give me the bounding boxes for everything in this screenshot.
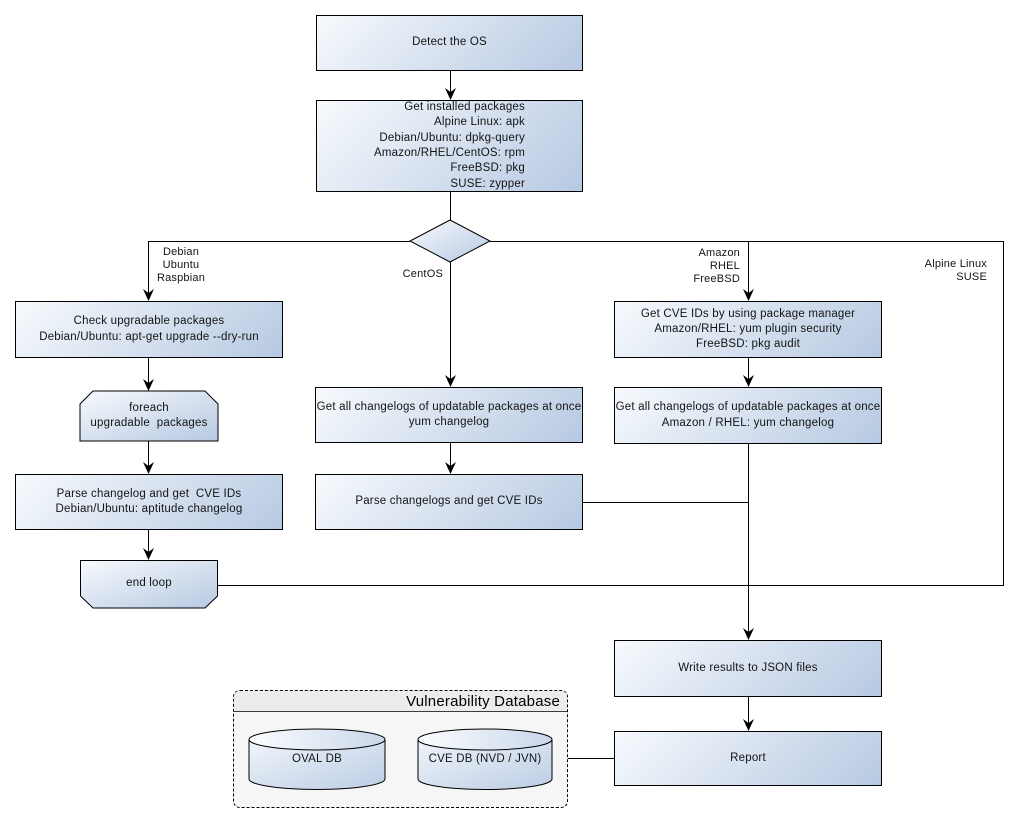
- node-label: Get all changelogs of updatable packages…: [317, 400, 582, 431]
- node-label-line: Debian/Ubuntu: dpkg-query: [379, 131, 525, 144]
- node-label: Detect the OS: [412, 35, 487, 50]
- end-loop-shape: [80, 560, 218, 609]
- node-parse-changelogs: Parse changelogs and get CVE IDs: [315, 474, 583, 530]
- node-label-line: SUSE: zypper: [450, 177, 525, 190]
- node-label: Report: [730, 751, 766, 766]
- branch-label-line: Alpine Linux: [924, 258, 987, 270]
- node-label-line: Get all changelogs of updatable packages…: [316, 400, 582, 413]
- node-write-results-json: Write results to JSON files: [614, 640, 882, 697]
- branch-label-line: FreeBSD: [693, 272, 740, 285]
- node-detect-os: Detect the OS: [316, 15, 583, 71]
- node-label: Get CVE IDs by using package manager Ama…: [641, 307, 855, 353]
- cve-db-cylinder: [417, 728, 553, 790]
- connector-lines: [148, 71, 1004, 759]
- oval-db-cylinder: [248, 728, 386, 790]
- node-check-upgradable-packages: Check upgradable packages Debian/Ubuntu:…: [15, 301, 283, 358]
- node-report: Report: [614, 731, 882, 786]
- branch-label-line: Debian: [162, 246, 200, 258]
- node-label-line: Get CVE IDs by using package manager: [640, 307, 856, 320]
- node-label-line: Debian/Ubuntu: aptitude changelog: [55, 503, 243, 515]
- node-label: Parse changelog and get CVE IDs Debian/U…: [56, 487, 243, 518]
- node-label-line: Write results to JSON files: [678, 661, 818, 674]
- node-get-changelogs-yum: Get all changelogs of updatable packages…: [315, 387, 583, 443]
- node-label-line: Get installed packages: [404, 101, 525, 114]
- node-get-installed-packages: Get installed packages Alpine Linux: apk…: [316, 100, 583, 192]
- node-label-line: yum changelog: [408, 416, 490, 428]
- node-label-line: FreeBSD: pkg audit: [696, 338, 800, 351]
- node-label: Write results to JSON files: [678, 661, 817, 676]
- node-label-line: Amazon / RHEL: yum changelog: [661, 416, 835, 429]
- node-label: Parse changelogs and get CVE IDs: [355, 494, 542, 509]
- node-label-line: FreeBSD: pkg: [450, 162, 525, 175]
- vulnerability-database-title: Vulnerability Database: [234, 691, 567, 712]
- node-label: Get all changelogs of updatable packages…: [616, 400, 881, 431]
- node-label-line: Debian/Ubuntu: apt-get upgrade --dry-run: [39, 330, 259, 343]
- foreach-loop-shape: [79, 390, 219, 442]
- branch-label-centos: CentOS: [396, 268, 443, 281]
- node-label-line: Report: [730, 751, 766, 764]
- branch-label-alpine-suse: Alpine Linux SUSE: [925, 258, 987, 284]
- node-label-line: Get all changelogs of updatable packages…: [615, 401, 881, 414]
- branch-label-line: Ubuntu: [162, 258, 200, 271]
- branch-label-line: RHEL: [709, 259, 740, 272]
- branch-label-line: SUSE: [956, 270, 987, 283]
- os-decision-diamond: [408, 219, 492, 263]
- node-label-line: Alpine Linux: apk: [433, 116, 525, 129]
- node-label-line: Amazon/RHEL: yum plugin security: [654, 322, 842, 335]
- node-label-line: Detect the OS: [412, 36, 487, 49]
- branch-label-line: Raspbian: [156, 271, 206, 284]
- branch-label-amazon-rhel-freebsd: Amazon RHEL FreeBSD: [693, 247, 740, 285]
- branch-label-line: CentOS: [402, 268, 443, 280]
- node-label: Get installed packages Alpine Linux: apk…: [374, 100, 525, 192]
- node-label-line: Amazon/RHEL/CentOS: rpm: [374, 147, 525, 159]
- node-label-line: Parse changelogs and get CVE IDs: [355, 495, 543, 508]
- node-get-cve-ids-package-manager: Get CVE IDs by using package manager Ama…: [614, 301, 882, 358]
- node-label: Check upgradable packages Debian/Ubuntu:…: [39, 314, 259, 345]
- node-label-line: Parse changelog and get CVE IDs: [56, 487, 242, 500]
- node-get-changelogs-amazon-rhel: Get all changelogs of updatable packages…: [614, 387, 882, 444]
- branch-label-line: Amazon: [698, 247, 740, 259]
- node-parse-changelog-debian: Parse changelog and get CVE IDs Debian/U…: [15, 474, 283, 530]
- node-label-line: Check upgradable packages: [73, 315, 225, 328]
- arrowheads: [143, 88, 754, 731]
- branch-label-debian-ubuntu-raspbian: Debian Ubuntu Raspbian: [150, 246, 212, 284]
